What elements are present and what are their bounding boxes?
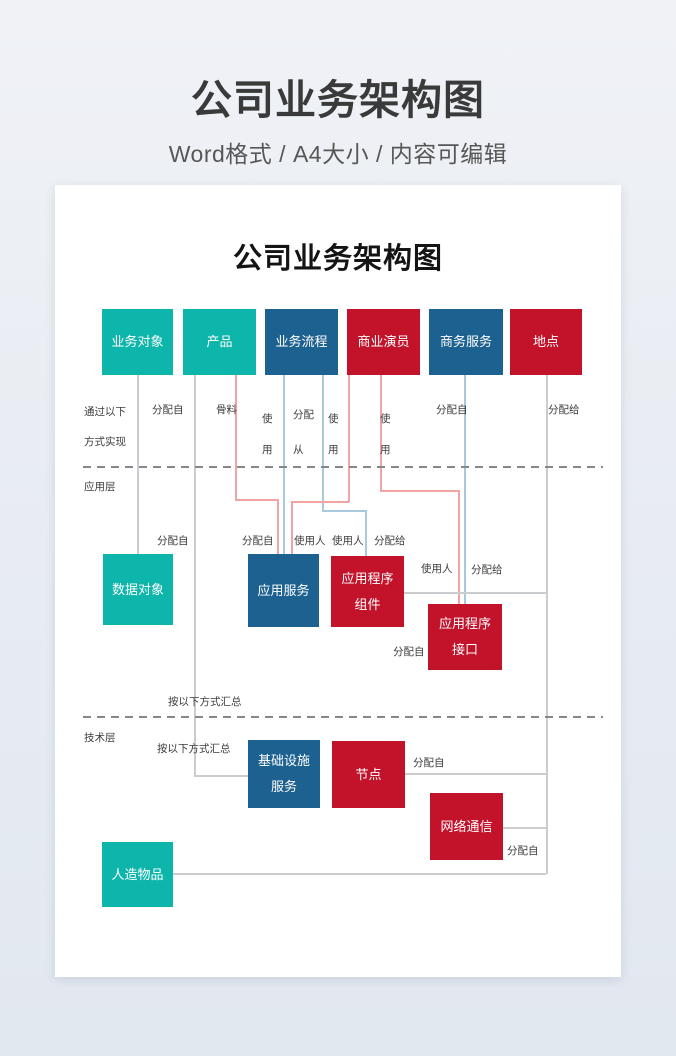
connector-line [348,375,350,502]
connector-line [464,375,466,604]
edge-label-used-by: 使用人 [332,535,364,547]
edge-label-realized-via: 通过以下方式实现 [84,406,126,448]
edge-label-used-by: 使用 [380,413,391,456]
banner-subtitle: Word格式 / A4大小 / 内容可编辑 [168,141,508,167]
connector-line [235,499,278,501]
connector-line [291,501,293,554]
node-infrastructure-service: 基础设施服务 [248,740,320,808]
node-location: 地点 [510,309,582,375]
node-business-object: 业务对象 [102,309,173,375]
connector-line [380,375,382,491]
edge-label-aggregated-by: 按以下方式汇总 [168,696,242,708]
layer-separator-application [83,466,603,468]
edge-label-assigned-to: 分配给 [471,564,503,576]
connector-line [194,375,196,776]
edge-label-assigned-from: 分配自 [152,404,184,416]
connector-line [283,375,285,554]
connector-line [137,375,139,554]
edge-label-assigned-from: 分配自 [157,535,189,547]
connector-line [173,873,546,875]
connector-line [458,490,460,604]
connector-line [380,490,459,492]
node-artifact: 人造物品 [102,842,173,907]
edge-label-used-by: 使用人 [421,563,453,575]
edge-label-assigned-from: 分配自 [436,404,468,416]
banner-title: 公司业务架构图 [191,77,485,123]
edge-label-assigned-to: 分配给 [374,535,406,547]
diagram-title: 公司业务架构图 [232,243,443,275]
edge-label-used-by: 使用 [262,413,273,456]
node-business-actor: 商业演员 [347,309,420,375]
connector-line [365,510,367,556]
node-application-interface: 应用程序接口 [428,604,502,670]
node-business-process: 业务流程 [265,309,338,375]
connector-line [235,375,237,500]
edge-label-used-by: 使用人 [294,535,326,547]
edge-label-assigned-from: 分配自 [413,757,445,769]
layer-label-technology: 技术层 [84,732,116,744]
connector-line [277,499,279,554]
node-network-communication: 网络通信 [430,793,503,860]
connector-line [503,827,546,829]
edge-label-assigned-from: 分配自 [393,646,425,658]
connector-line [322,375,324,511]
node-business-service: 商务服务 [429,309,503,375]
connector-line [322,510,366,512]
edge-label-assigned-from: 分配自 [242,535,274,547]
template-banner: 公司业务架构图 Word格式 / A4大小 / 内容可编辑 [0,0,676,169]
node-data-object: 数据对象 [103,554,173,625]
edge-label-aggregated-by: 按以下方式汇总 [157,743,231,755]
layer-separator-technology [83,716,603,718]
layer-label-application: 应用层 [84,481,116,493]
edge-label-assigned-from: 分配自 [507,845,539,857]
connector-line [546,375,548,874]
connector-line [291,501,349,503]
edge-label-assigned-to: 分配给 [548,404,580,416]
node-application-service: 应用服务 [248,554,319,627]
edge-label-used-by: 使用 [328,413,339,456]
node-node: 节点 [332,741,405,808]
connector-line [405,773,546,775]
edge-label-assigned-from: 分配从 [293,409,314,456]
node-product: 产品 [183,309,256,375]
document-page: 公司业务架构图 业务对象 产品 业务流程 商业演员 商务服务 地点 数据对象 应… [55,185,621,977]
connector-line [404,592,546,594]
edge-label-aggregate: 骨料 [216,404,237,416]
connector-line [194,775,248,777]
node-application-component: 应用程序组件 [331,556,404,627]
